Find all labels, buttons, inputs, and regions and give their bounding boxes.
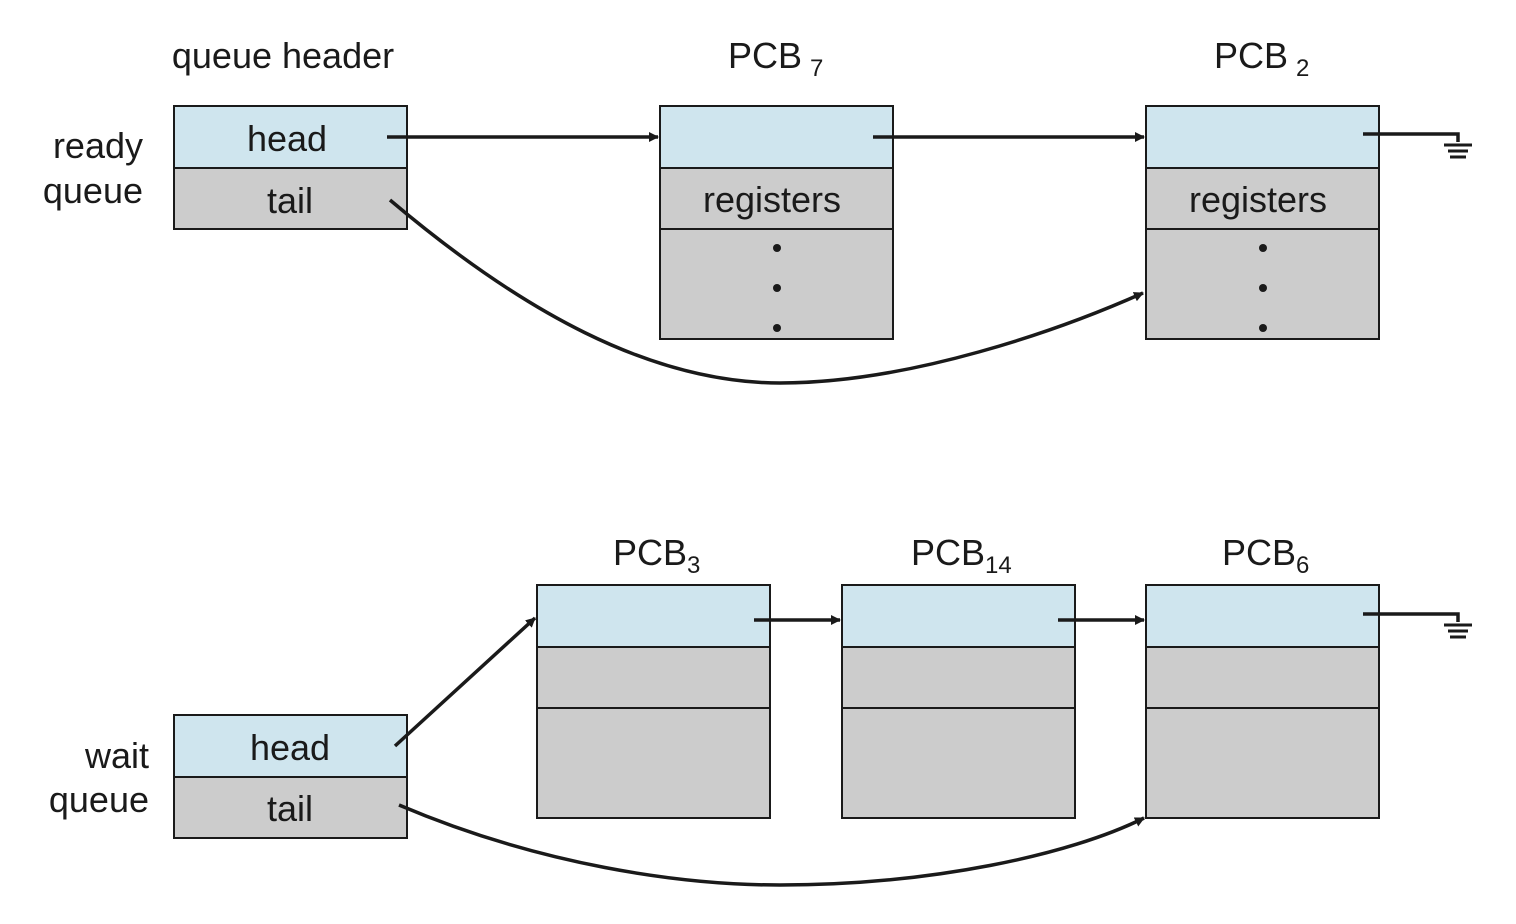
- pcb-2-name: PCB: [1214, 35, 1288, 76]
- pcb-6-title: PCB6: [1222, 532, 1309, 579]
- pcb-14-field-3: [841, 707, 1076, 819]
- ready-queue-label-line2: queue: [43, 170, 143, 211]
- pcb-2-subscript: 2: [1296, 55, 1309, 82]
- pcb-3-field-2: [536, 646, 771, 709]
- pcb-6-subscript: 6: [1296, 552, 1309, 579]
- ready-head-field: [173, 105, 408, 169]
- ready-queue: ready queue queue header head tail PCB 7…: [43, 35, 1472, 385]
- pcb-6-pointer-field: [1145, 584, 1380, 648]
- pcb-6-name: PCB: [1222, 532, 1296, 573]
- pcb-2-title: PCB: [1214, 35, 1288, 76]
- pcb-3-title: PCB3: [613, 532, 700, 579]
- pcb-3-field-3: [536, 707, 771, 819]
- pcb-7-pointer-field: [659, 105, 894, 169]
- wait-queue-header-box: head tail: [173, 714, 408, 839]
- pcb-7-name: PCB: [728, 35, 802, 76]
- ready-tail-to-pcb-2-arrow: [388, 198, 1144, 385]
- ready-head-label: head: [247, 118, 327, 159]
- pcb-2: PCB 2 registers: [1145, 35, 1380, 340]
- ready-queue-label-line1: ready: [53, 125, 143, 166]
- queue-header-title: queue header: [172, 35, 394, 76]
- ready-tail-label: tail: [267, 180, 313, 221]
- pcb-14-subscript: 14: [985, 552, 1012, 579]
- pcb-3: PCB3: [536, 532, 771, 819]
- pcb-2-rest-field: [1145, 228, 1380, 340]
- pcb-7: PCB 7 registers: [659, 35, 894, 340]
- pcb-7-ellipsis: [773, 244, 781, 332]
- ground-icon: [1363, 132, 1472, 159]
- pcb-6-field-2: [1145, 646, 1380, 709]
- pcb-14-pointer-field: [841, 584, 1076, 648]
- wait-head-to-pcb-3-arrow: [393, 616, 537, 748]
- wait-queue-label-line2: queue: [49, 779, 149, 820]
- pcb-2-registers-label: registers: [1189, 179, 1327, 220]
- pcb-7-title: PCB: [728, 35, 802, 76]
- wait-queue-label-line1: wait: [84, 735, 149, 776]
- pcb-7-registers-label: registers: [703, 179, 841, 220]
- pcb-14-title: PCB14: [911, 532, 1012, 579]
- pcb-2-ellipsis: [1259, 244, 1267, 332]
- pcb-7-registers-field: [659, 167, 894, 230]
- pcb-6: PCB6: [1145, 532, 1380, 819]
- wait-queue: wait queue head tail PCB3 PCB14: [49, 532, 1472, 887]
- pcb-14-name: PCB: [911, 532, 985, 573]
- pcb-3-subscript: 3: [687, 552, 700, 579]
- wait-head-label: head: [250, 727, 330, 768]
- pcb-3-pointer-field: [536, 584, 771, 648]
- ready-tail-field: [173, 167, 408, 230]
- ready-queue-header-box: head tail: [173, 105, 408, 230]
- pcb-2-registers-field: [1145, 167, 1380, 230]
- pcb-2-pointer-field: [1145, 105, 1380, 169]
- pcb-14-field-2: [841, 646, 1076, 709]
- pcb-3-name: PCB: [613, 532, 687, 573]
- wait-tail-field: [173, 776, 408, 839]
- ground-icon: [1363, 612, 1472, 639]
- wait-tail-to-pcb-6-arrow: [398, 803, 1145, 887]
- wait-head-field: [173, 714, 408, 778]
- wait-tail-label: tail: [267, 788, 313, 829]
- pcb-6-field-3: [1145, 707, 1380, 819]
- pcb-7-subscript: 7: [810, 55, 823, 82]
- pcb-14: PCB14: [841, 532, 1076, 819]
